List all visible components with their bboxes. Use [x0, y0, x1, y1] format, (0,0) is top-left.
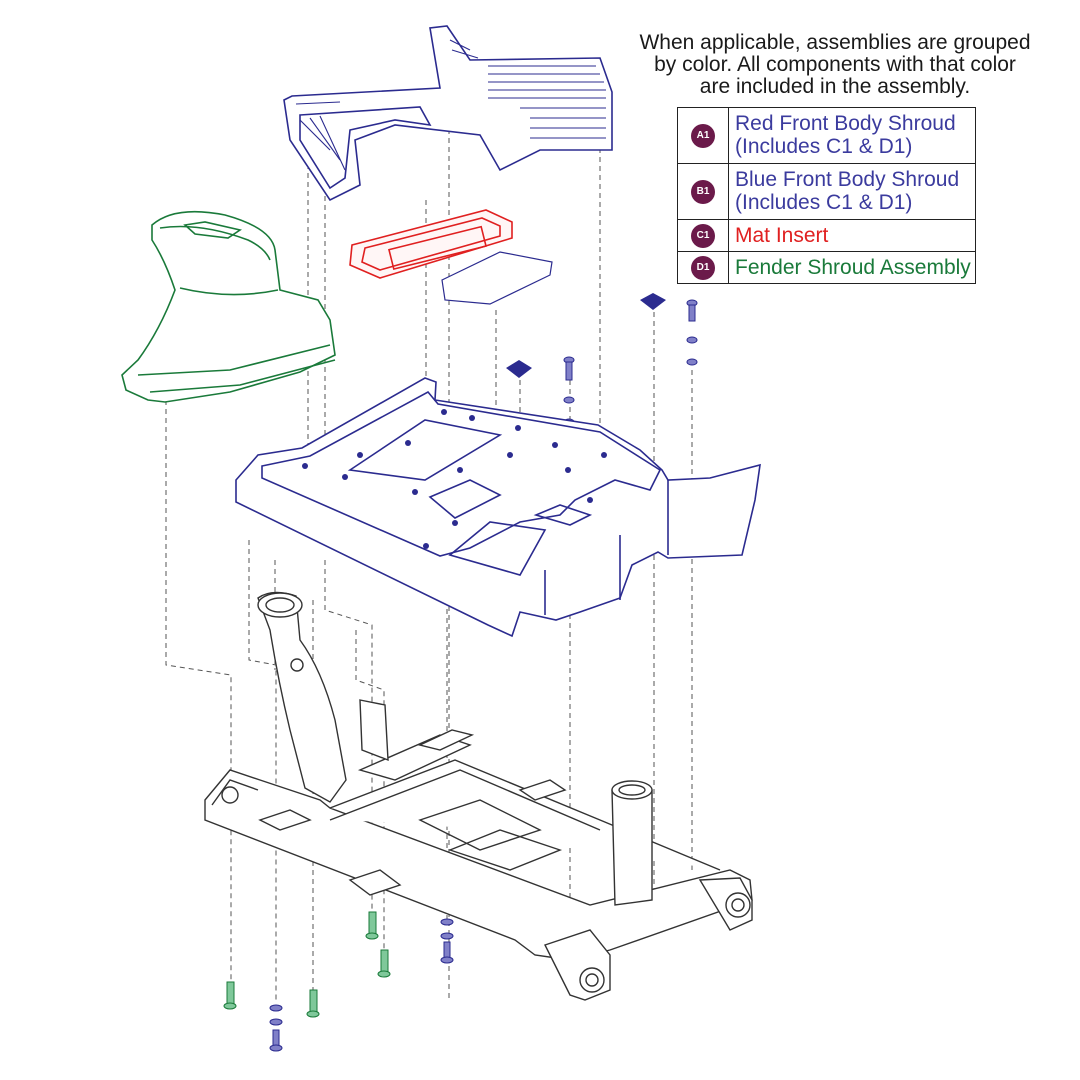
assembly-color-note: When applicable, assemblies are grouped … — [606, 32, 1064, 98]
screw-icon-set — [223, 911, 454, 1052]
legend-row-d1: D1 Fender Shroud Assembly — [677, 251, 976, 284]
diamond-icon — [506, 293, 666, 378]
mat-pad — [441, 251, 553, 305]
legend-label-a1: Red Front Body Shroud (Includes C1 & D1) — [728, 107, 976, 164]
circle-badge-icon: D1 — [691, 255, 715, 280]
legend-label-b1: Blue Front Body Shroud (Includes C1 & D1… — [728, 163, 976, 220]
top-floor-mat — [283, 25, 613, 202]
assembly-legend-table: A1 Red Front Body Shroud (Includes C1 & … — [677, 107, 976, 284]
note-line-1: When applicable, assemblies are grouped — [639, 31, 1031, 54]
legend-label-c1: Mat Insert — [728, 219, 976, 252]
circle-badge-icon: B1 — [691, 179, 715, 204]
legend-row-b1: B1 Blue Front Body Shroud (Includes C1 &… — [677, 163, 976, 220]
circle-badge-icon: A1 — [691, 123, 715, 148]
mat-insert — [349, 209, 513, 279]
legend-row-a1: A1 Red Front Body Shroud (Includes C1 & … — [677, 107, 976, 164]
fender-shroud — [121, 210, 336, 403]
note-line-2: by color. All components with that color — [654, 53, 1016, 76]
screw-icon — [563, 299, 698, 426]
note-line-3: are included in the assembly. — [699, 75, 971, 98]
legend-row-c1: C1 Mat Insert — [677, 219, 976, 252]
legend-label-d1: Fender Shroud Assembly — [728, 251, 976, 284]
frame-assembly — [204, 591, 753, 1001]
front-body-shroud — [235, 377, 761, 638]
circle-badge-icon: C1 — [691, 223, 715, 248]
